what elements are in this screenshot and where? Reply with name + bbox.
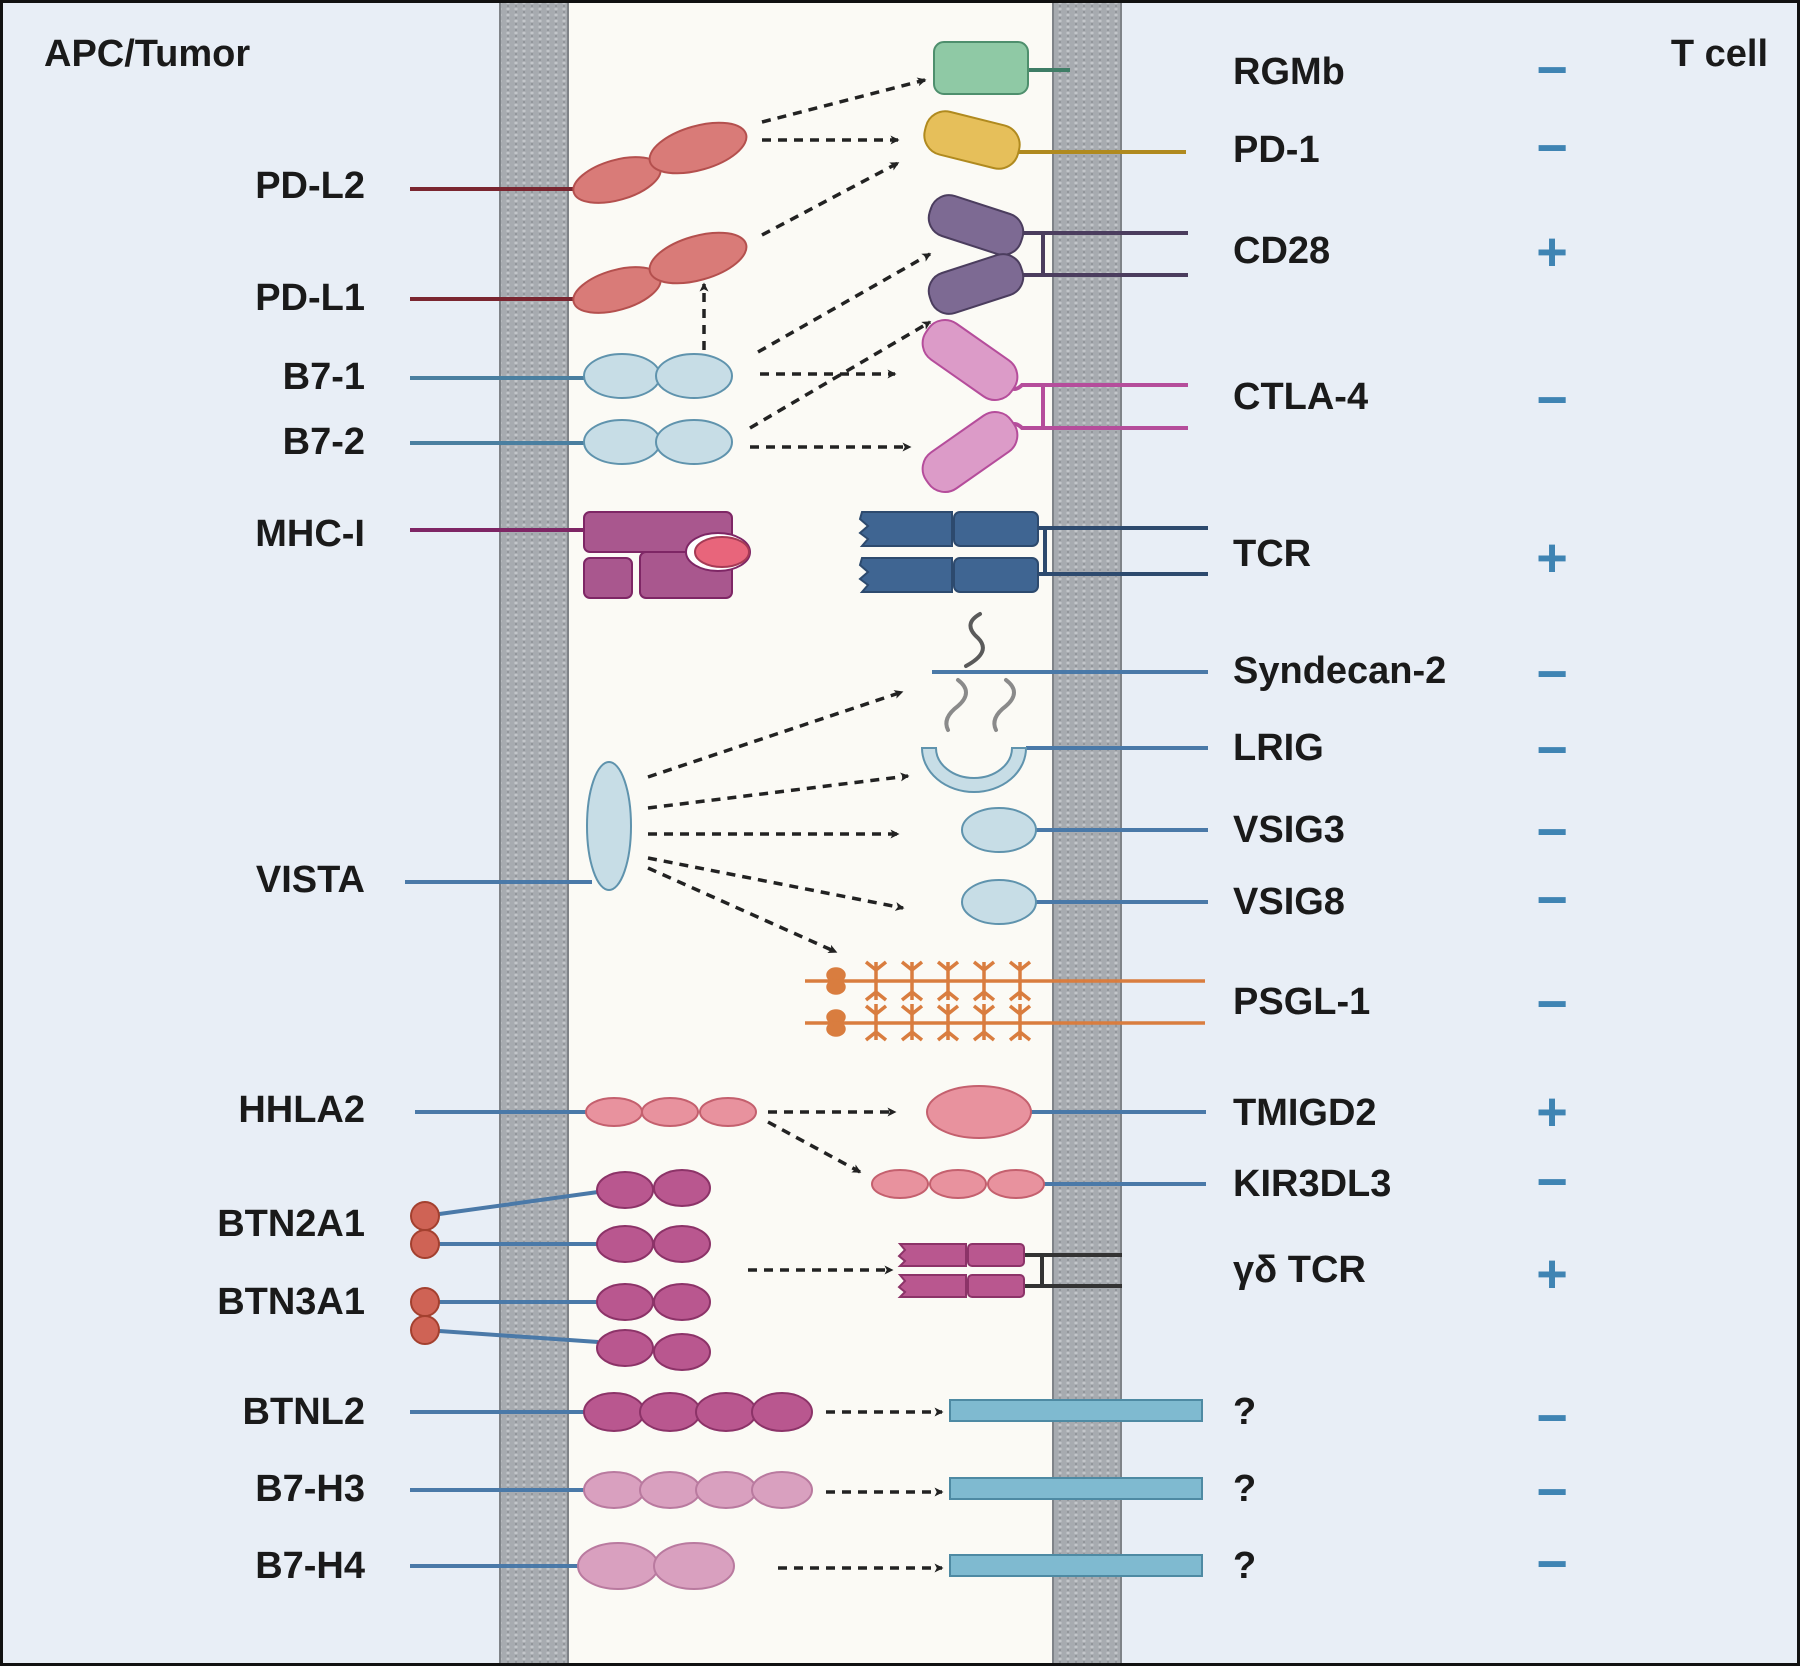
receptor-label-ctla4: CTLA-4 — [1233, 376, 1368, 418]
arrow-vista-syndecan2 — [647, 690, 904, 779]
cd28-molecule — [927, 194, 1188, 315]
receptor-label-unknown-3: ? — [1233, 1545, 1256, 1587]
unknown-receptor-bar-2 — [949, 1477, 1203, 1500]
receptor-label-tmigd2: TMIGD2 — [1233, 1092, 1377, 1134]
ligand-label-b7h4: B7-H4 — [255, 1545, 365, 1587]
receptor-label-unknown-2: ? — [1233, 1468, 1256, 1510]
sign-gdtcr: + — [1536, 1244, 1568, 1304]
ligand-label-b7h3: B7-H3 — [255, 1468, 365, 1510]
unknown-receptor-bar-1 — [949, 1399, 1203, 1422]
b7h4-molecule — [410, 1542, 735, 1590]
gd-tcr-molecule — [897, 1243, 1122, 1298]
sign-vsig8: − — [1536, 870, 1568, 930]
arrow-pdl1-pd1 — [761, 161, 900, 237]
ligand-label-b71: B7-1 — [283, 356, 365, 398]
sign-syndecan2: − — [1536, 644, 1568, 704]
receptor-label-psgl1: PSGL-1 — [1233, 981, 1370, 1023]
receptor-labels: RGMb PD-1 CD28 CTLA-4 TCR Syndecan-2 LRI… — [1233, 51, 1446, 1587]
ligand-label-hhla2: HHLA2 — [238, 1089, 365, 1131]
receptor-label-gdtcr: γδ TCR — [1233, 1249, 1366, 1291]
sign-tcr: + — [1536, 528, 1568, 588]
receptor-label-vsig8: VSIG8 — [1233, 881, 1345, 923]
arrow-pdl2-rgmb — [761, 77, 927, 124]
sign-pd1: − — [1536, 118, 1568, 178]
arrow-vista-vsig8 — [647, 856, 905, 911]
syndecan2-molecule — [932, 612, 1208, 732]
receptor-label-lrig: LRIG — [1233, 727, 1324, 769]
tcell-membrane — [1052, 0, 1122, 1666]
ligand-label-b72: B7-2 — [283, 421, 365, 463]
apc-membrane — [499, 0, 569, 1666]
apc-background — [0, 0, 540, 1666]
b7-1-molecule — [410, 353, 733, 399]
btn2a1-molecule — [410, 1169, 711, 1263]
receptor-label-tcr: TCR — [1233, 533, 1311, 575]
ligand-label-btnl2: BTNL2 — [243, 1391, 365, 1433]
sign-psgl1: − — [1536, 974, 1568, 1034]
sign-tmigd2: + — [1536, 1082, 1568, 1142]
arrow-vista-lrig — [647, 772, 910, 810]
arrow-hhla2-kir3dl3 — [767, 1120, 862, 1174]
pdl1-molecule — [410, 231, 748, 314]
b7-2-molecule — [410, 419, 733, 465]
ligand-label-btn3a1: BTN3A1 — [217, 1281, 365, 1323]
sign-lrig: − — [1536, 720, 1568, 780]
mhc1-molecule — [410, 511, 751, 599]
kir3dl3-molecule — [871, 1169, 1206, 1199]
b7h3-molecule — [410, 1471, 813, 1509]
rgmb-molecule — [933, 41, 1070, 95]
sign-kir3dl3: − — [1536, 1152, 1568, 1212]
tcell-label: T cell — [1671, 33, 1768, 75]
unknown-receptor-bar-3 — [949, 1554, 1203, 1577]
receptor-label-vsig3: VSIG3 — [1233, 809, 1345, 851]
sign-unknown-1: − — [1536, 1388, 1568, 1448]
sign-unknown-2: − — [1536, 1462, 1568, 1522]
pdl2-molecule — [410, 121, 748, 204]
receptor-label-syndecan2: Syndecan-2 — [1233, 650, 1446, 692]
tcell-background — [1080, 0, 1800, 1666]
ligand-label-pdl2: PD-L2 — [255, 165, 365, 207]
ligand-label-btn2a1: BTN2A1 — [217, 1203, 365, 1245]
btn3a1-molecule — [410, 1283, 711, 1371]
btnl2-molecule — [410, 1392, 813, 1432]
lrig-molecule — [920, 746, 1208, 793]
sign-ctla4: − — [1536, 370, 1568, 430]
effect-signs: − − + − + − − − − − + − + − − − — [1536, 40, 1568, 1594]
sign-unknown-3: − — [1536, 1534, 1568, 1594]
ligand-labels: PD-L2 PD-L1 B7-1 B7-2 MHC-I VISTA HHLA2 … — [217, 165, 365, 1587]
receptor-label-cd28: CD28 — [1233, 230, 1330, 272]
ligand-label-vista: VISTA — [256, 859, 365, 901]
psgl1-molecule — [805, 960, 1205, 1042]
receptor-label-unknown-1: ? — [1233, 1391, 1256, 1433]
arrow-vista-psgl1 — [647, 866, 838, 954]
interaction-arrows — [647, 77, 944, 1573]
tmigd2-molecule — [926, 1085, 1206, 1139]
sign-rgmb: − — [1536, 40, 1568, 100]
vsig8-molecule — [961, 879, 1208, 925]
tcr-molecule — [858, 511, 1208, 593]
hhla2-molecule — [415, 1097, 757, 1127]
pd1-molecule — [923, 110, 1186, 170]
ctla4-molecule — [921, 319, 1188, 493]
ligand-label-pdl1: PD-L1 — [255, 277, 365, 319]
receptor-label-kir3dl3: KIR3DL3 — [1233, 1163, 1391, 1205]
vsig3-molecule — [961, 807, 1208, 853]
ligand-label-mhc1: MHC-I — [255, 513, 365, 555]
sign-cd28: + — [1536, 222, 1568, 282]
sign-vsig3: − — [1536, 802, 1568, 862]
apc-tumor-label: APC/Tumor — [44, 33, 250, 75]
vista-molecule — [405, 761, 632, 891]
receptor-label-rgmb: RGMb — [1233, 51, 1345, 93]
arrow-b72-cd28 — [749, 320, 932, 430]
receptor-label-pd1: PD-1 — [1233, 129, 1320, 171]
arrow-b71-cd28 — [757, 252, 932, 354]
